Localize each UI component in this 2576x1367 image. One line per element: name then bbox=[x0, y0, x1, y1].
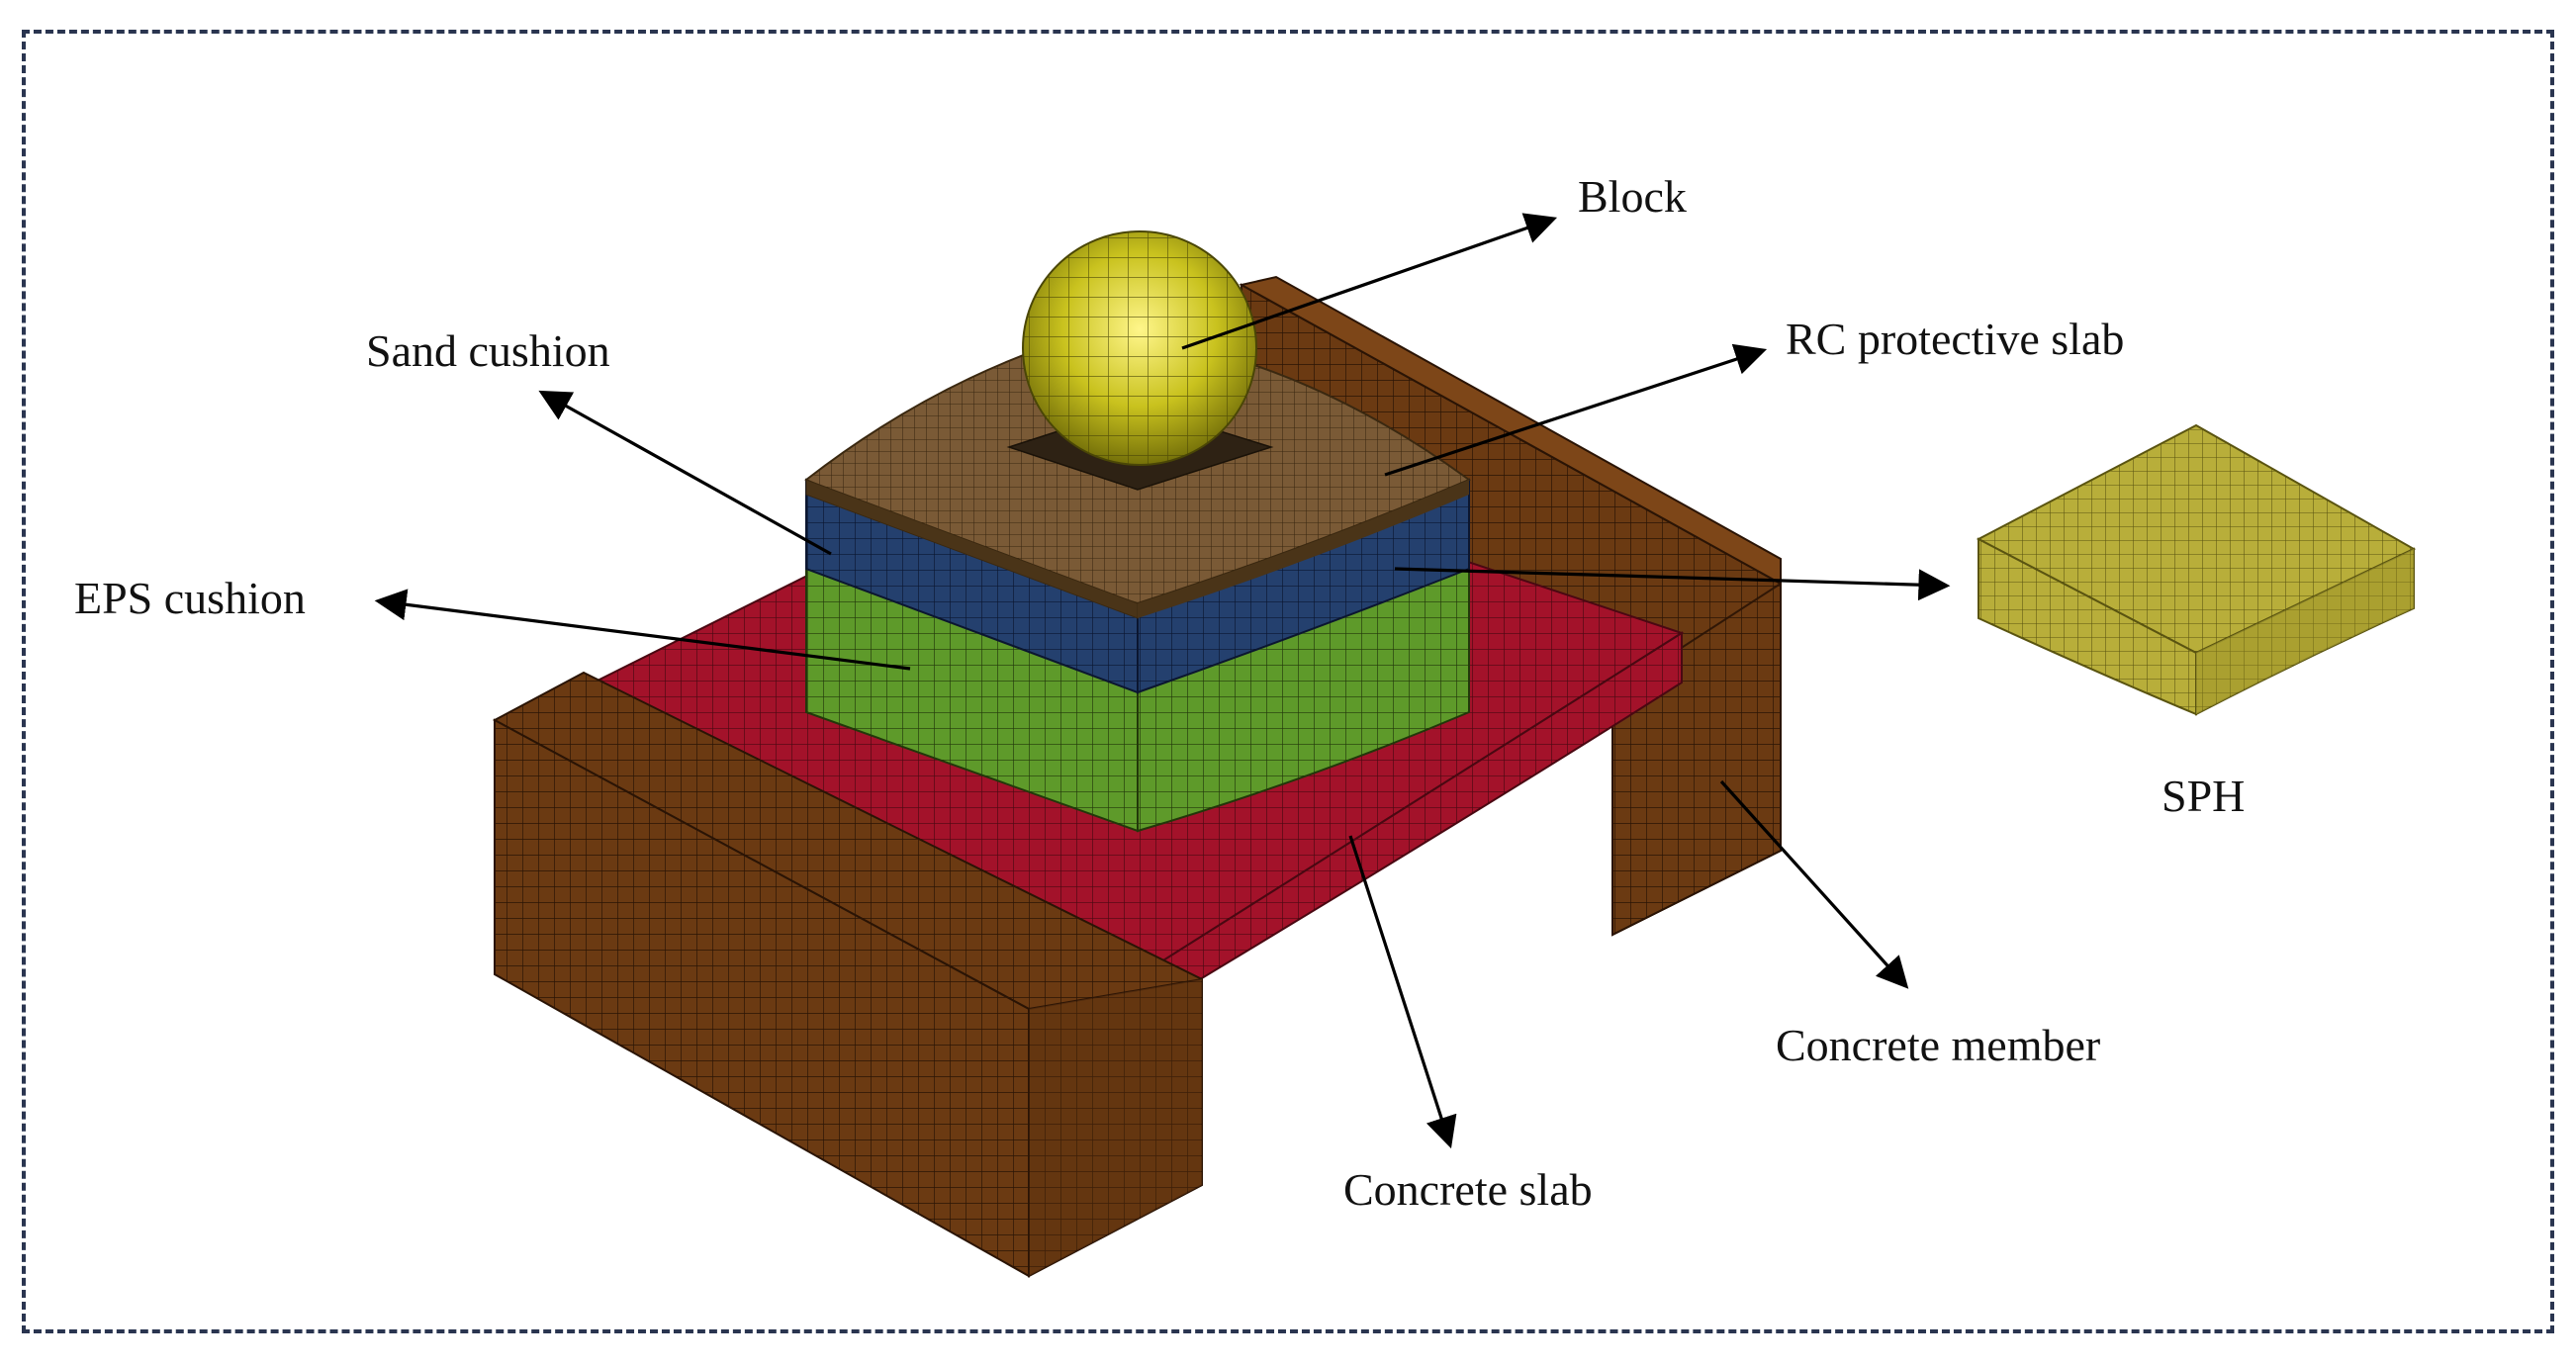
label-eps-cushion: EPS cushion bbox=[74, 573, 306, 623]
block-sphere bbox=[1022, 230, 1257, 466]
arrow-concrete-slab bbox=[1348, 835, 1457, 1149]
label-concrete-member: Concrete member bbox=[1776, 1020, 2101, 1070]
label-sand-cushion: Sand cushion bbox=[366, 325, 610, 376]
concrete-member-left bbox=[492, 671, 1203, 1278]
leader-arrows bbox=[374, 213, 1951, 1149]
arrow-sph bbox=[1394, 567, 1951, 601]
arrow-rc-protective-slab bbox=[1384, 343, 1768, 477]
label-sph: SPH bbox=[2162, 771, 2246, 821]
arrow-block bbox=[1181, 213, 1558, 350]
dashed-frame bbox=[22, 30, 2554, 1333]
sph-model bbox=[1976, 423, 2417, 716]
label-rc-protective-slab: RC protective slab bbox=[1786, 314, 2125, 364]
arrow-sand-cushion bbox=[538, 390, 832, 556]
label-block: Block bbox=[1578, 171, 1687, 222]
arrow-concrete-member bbox=[1719, 779, 1909, 989]
arrow-eps-cushion bbox=[374, 589, 911, 671]
label-concrete-slab: Concrete slab bbox=[1343, 1164, 1593, 1215]
